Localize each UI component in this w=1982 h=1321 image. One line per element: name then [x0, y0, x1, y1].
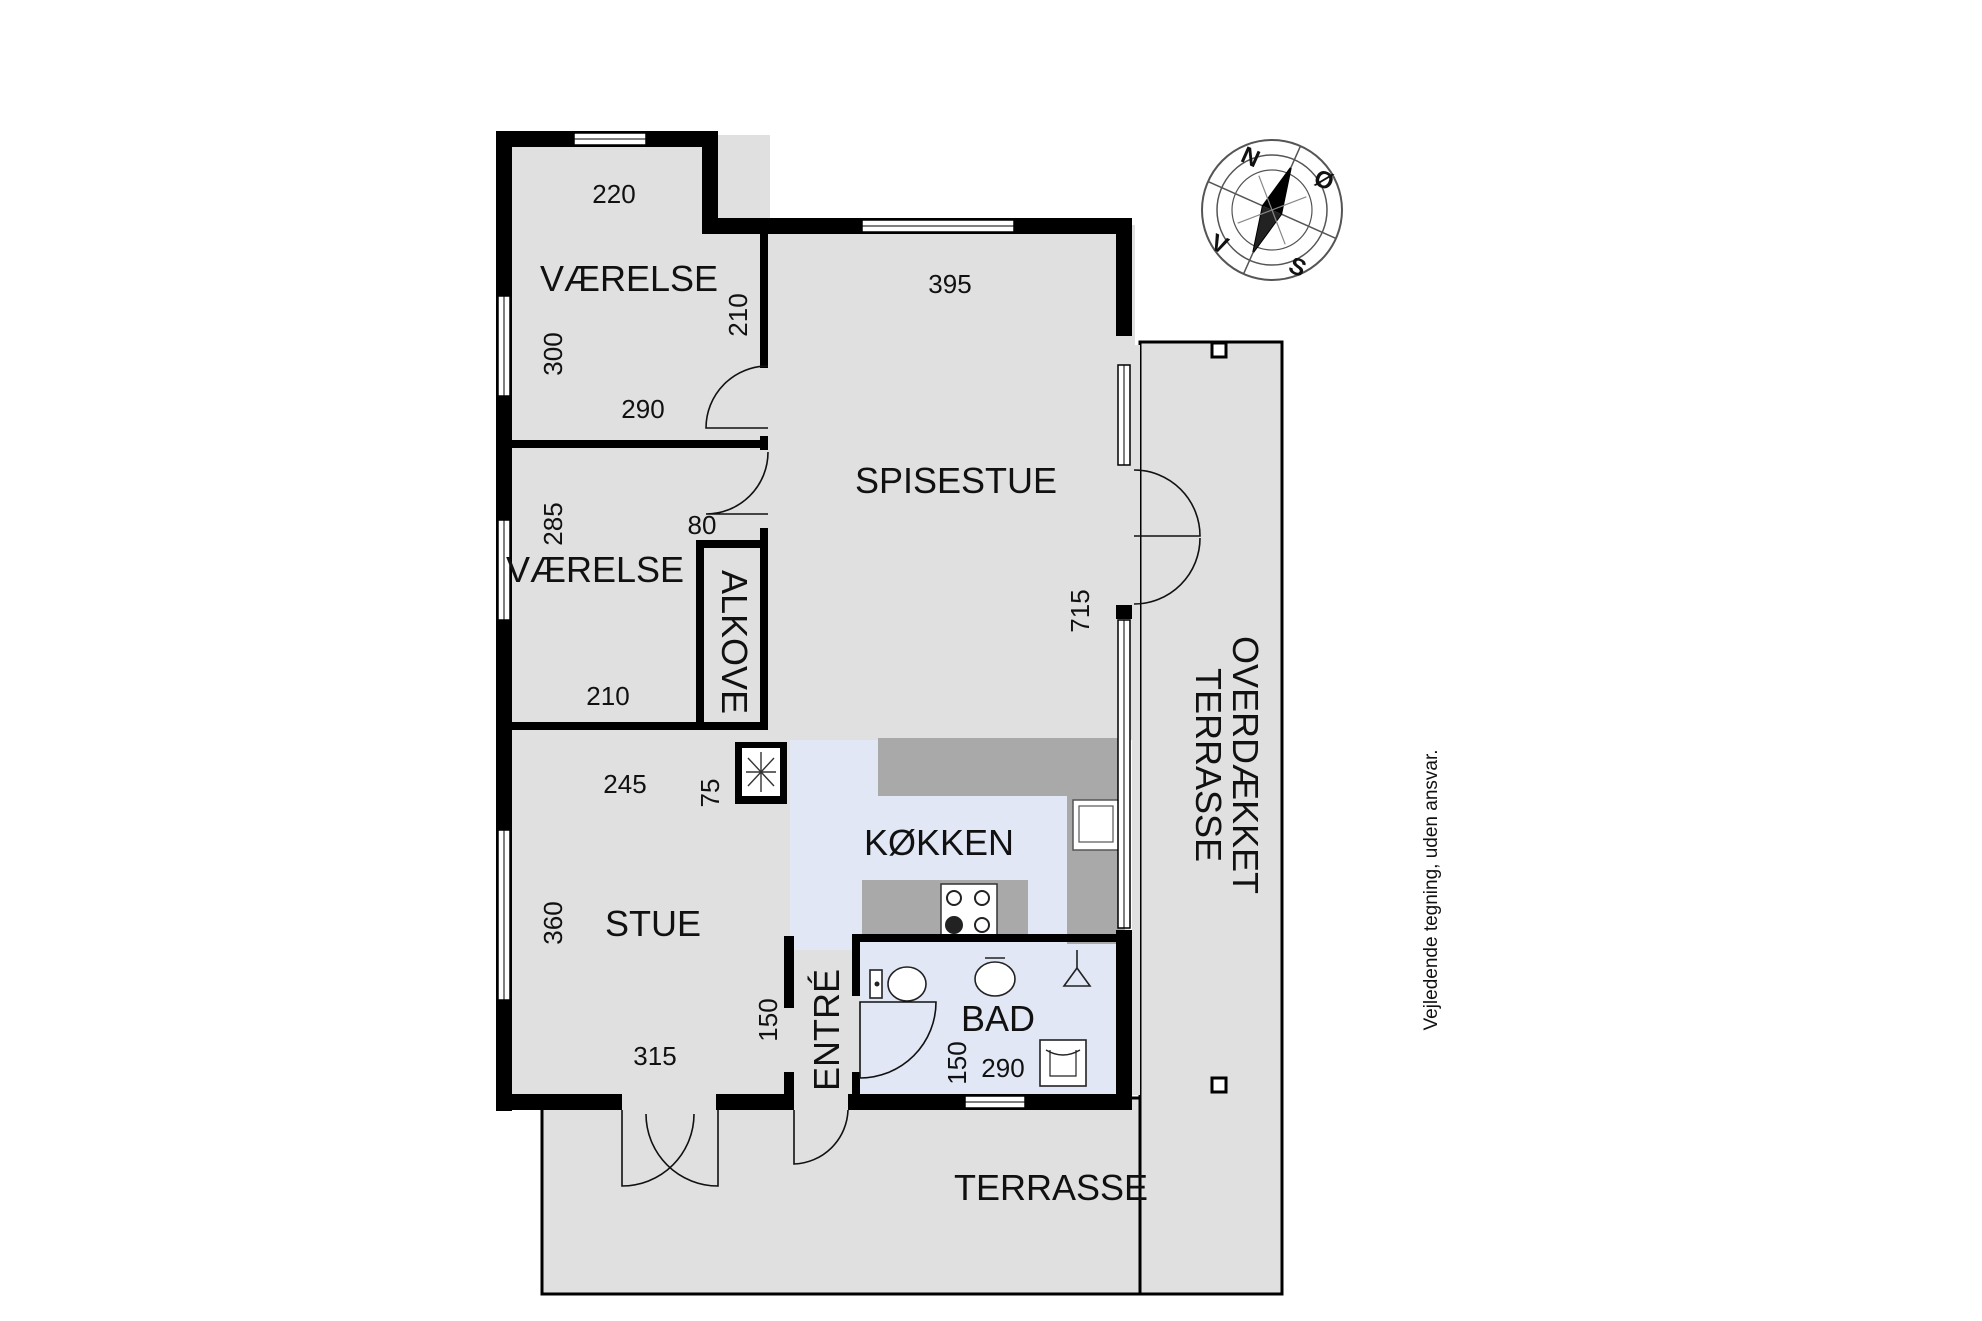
dim-stue-small: 75	[695, 779, 725, 808]
label-vaerelse-mid: VÆRELSE	[506, 549, 684, 590]
dim-vaerelse-top-width-bottom: 290	[621, 394, 664, 424]
kitchen-fixtures	[735, 738, 1125, 944]
door-entre	[793, 1109, 849, 1165]
dim-vaerelse-top-width-top: 220	[592, 179, 635, 209]
post-marker-bottom	[1210, 1076, 1228, 1094]
washbasin-icon	[974, 961, 1016, 997]
compass: N Ø S V	[1201, 139, 1343, 283]
terrace-area	[540, 340, 1284, 1296]
room-labels: VÆRELSE SPISESTUE VÆRELSE ALKOVE KØKKEN …	[506, 258, 1266, 1208]
floor-vaerelse-top	[500, 135, 770, 455]
door-terrace-a	[1133, 469, 1201, 537]
disclaimer-text: Vejledende tegning, uden ansvar.	[1421, 749, 1442, 1030]
label-alkove: ALKOVE	[714, 570, 755, 714]
terrace-joint	[1132, 345, 1140, 1095]
toilet-icon	[887, 966, 927, 1002]
label-stue: STUE	[605, 903, 701, 944]
door-vaerelse-mid	[705, 451, 769, 515]
label-bad: BAD	[961, 998, 1035, 1039]
floor-alkove	[708, 552, 768, 736]
dim-vaerelse-mid-alcove: 80	[688, 510, 717, 540]
dim-bad-width: 290	[981, 1053, 1024, 1083]
label-terrasse: TERRASSE	[954, 1167, 1148, 1208]
door-terrace-b	[1133, 537, 1201, 605]
dim-bad-depth: 150	[942, 1041, 972, 1084]
label-overdaekket-line1: OVERDÆKKET	[1225, 636, 1266, 894]
dimension-labels: 220 210 300 290 395 715 285 80 210 245 7…	[538, 179, 1095, 1085]
door-vaerelse-top	[705, 365, 769, 429]
washing-machine-icon	[1039, 1039, 1087, 1087]
dim-stue-width-bottom: 315	[633, 1041, 676, 1071]
dim-vaerelse-top-left: 300	[538, 332, 568, 375]
label-spisestue: SPISESTUE	[855, 460, 1057, 501]
label-entre: ENTRÉ	[806, 969, 847, 1091]
door-stue-b	[645, 1110, 719, 1187]
sink-basin	[1078, 805, 1114, 843]
dim-entre-depth: 150	[753, 998, 783, 1041]
doors	[621, 365, 1201, 1187]
dim-vaerelse-mid-left: 285	[538, 502, 568, 545]
dim-vaerelse-mid-width: 210	[586, 681, 629, 711]
dim-spisestue-depth: 715	[1065, 589, 1095, 632]
covered-terrace-floor	[1138, 340, 1284, 1296]
windows	[497, 132, 1131, 1109]
label-vaerelse-top: VÆRELSE	[540, 258, 718, 299]
compass-ring-icon	[1201, 139, 1343, 281]
label-overdaekket-line2: TERRASSE	[1188, 668, 1229, 862]
kitchen-counter-top	[878, 738, 1125, 796]
dim-stue-width-top: 245	[603, 769, 646, 799]
floor-entre	[790, 950, 860, 1110]
compass-east: Ø	[1310, 164, 1338, 196]
bathroom-fixtures	[869, 950, 1092, 1087]
dim-spisestue-width: 395	[928, 269, 971, 299]
dim-stue-left: 360	[538, 901, 568, 944]
label-koekken: KØKKEN	[864, 822, 1014, 863]
dim-vaerelse-top-depth: 210	[723, 293, 753, 336]
floor-spisestue	[770, 225, 1135, 740]
door-bad	[859, 1001, 937, 1079]
post-marker-top	[1210, 341, 1228, 359]
